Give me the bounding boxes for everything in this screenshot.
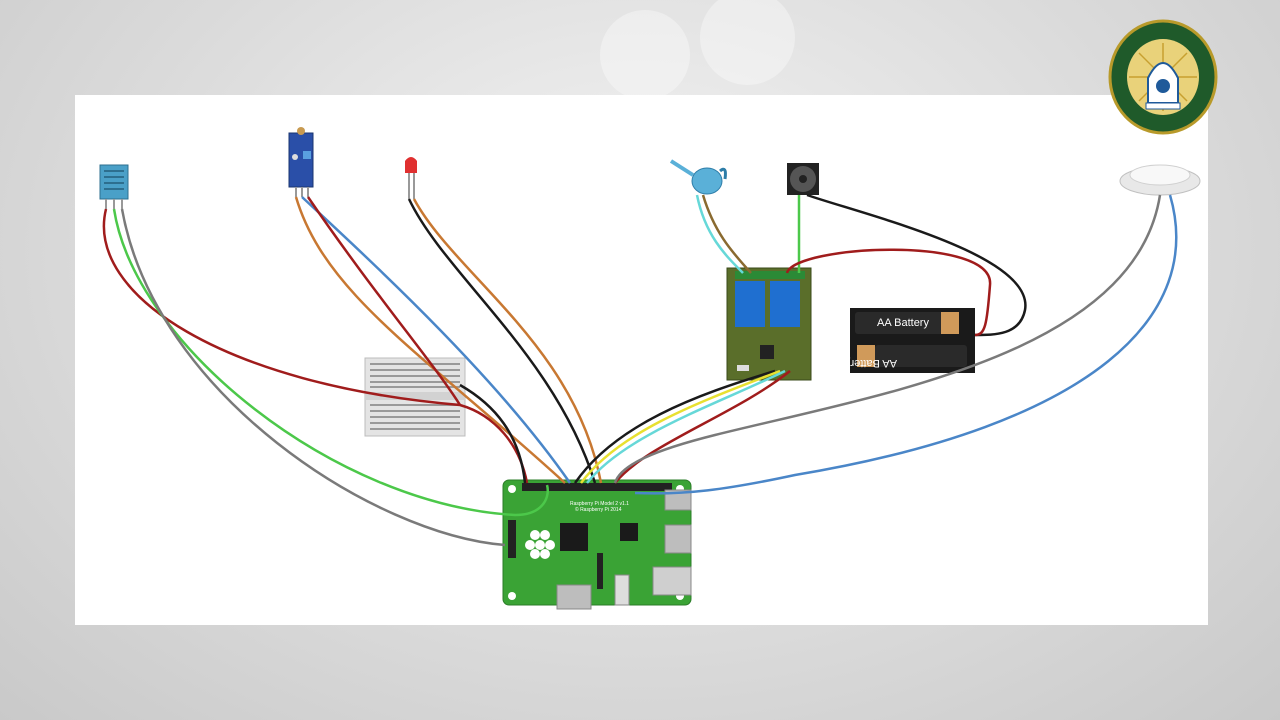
wire-blue (301, 196, 572, 484)
pi-copyright: © Raspberry Pi 2014 (575, 506, 622, 513)
aa-battery-1: AA Battery (855, 312, 959, 334)
wire-cyan (695, 194, 744, 274)
background-bubble (700, 0, 795, 85)
wire-orange (294, 196, 566, 484)
aa-battery-2: AA Battery (845, 345, 967, 369)
background-bubble (600, 10, 690, 100)
wire-red (306, 196, 462, 406)
red-led (405, 157, 417, 199)
university-seal-logo (1108, 19, 1218, 135)
wire-cyan (586, 369, 786, 484)
circuit-canvas: Raspberry Pi Model 2 v1.1 © Raspberry Pi… (75, 95, 1208, 625)
relay-module (726, 267, 812, 381)
wire-orange (412, 198, 603, 484)
wire-gray (613, 194, 1162, 484)
circuit-diagram: Raspberry Pi Model 2 v1.1 © Raspberry Pi… (99, 127, 1201, 610)
wire-green (112, 208, 549, 517)
wire-black (573, 369, 776, 484)
wire-red (614, 370, 791, 484)
wire-red (785, 248, 992, 337)
ultrasonic-dish-sensor (1119, 164, 1201, 196)
wire-yellow (579, 369, 781, 484)
pi-board-label: Raspberry Pi Model 2 v1.1 (570, 501, 629, 507)
wire-brown (701, 194, 752, 274)
fan-icon (787, 163, 819, 195)
light-sensor-module (288, 127, 314, 197)
breadboard (364, 357, 466, 437)
battery-label-1: AA Battery (877, 317, 929, 329)
wire-black (459, 383, 527, 484)
raspberry-logo (525, 530, 555, 559)
battery-label-2: AA Battery (845, 357, 897, 369)
wire-blue (634, 194, 1178, 495)
wire-black (806, 193, 1027, 337)
wires (102, 193, 1178, 547)
wire-black (407, 198, 597, 484)
raspberry-pi-board: Raspberry Pi Model 2 v1.1 © Raspberry Pi… (502, 479, 692, 610)
wire-red (102, 208, 529, 484)
battery-pack: AA Battery AA Battery (845, 308, 975, 373)
watering-can-icon (669, 159, 727, 195)
wire-gray (120, 208, 506, 547)
dht-sensor (99, 164, 129, 209)
